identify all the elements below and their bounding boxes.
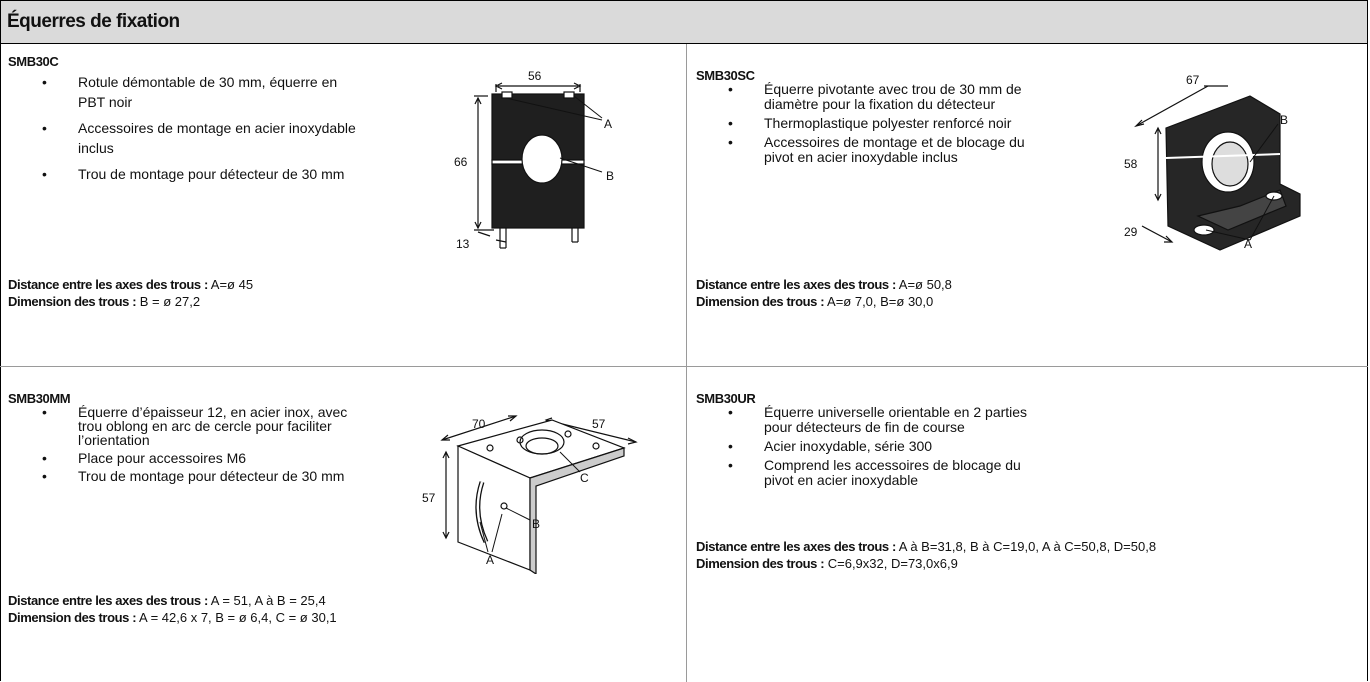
list-item: •Équerre d’épaisseur 12, en acier inox, … <box>42 404 348 448</box>
hole-spacing: Distance entre les axes des trous : A = … <box>8 593 326 608</box>
product-name: SMB30C <box>8 54 59 69</box>
product-name: SMB30MM <box>8 391 71 406</box>
spec-lines: Distance entre les axes des trous : A = … <box>8 592 337 626</box>
spec-lines: Distance entre les axes des trous : A=ø … <box>696 276 952 310</box>
svg-text:B: B <box>606 169 614 183</box>
list-item: •Équerre pivotante avec trou de 30 mm de… <box>728 81 1022 112</box>
svg-text:13: 13 <box>456 237 470 251</box>
list-item: •Trou de montage pour détecteur de 30 mm <box>42 166 345 182</box>
bracket-drawing-smb30c: 56 66 13 A B <box>454 69 614 251</box>
hole-spacing: Distance entre les axes des trous : A=ø … <box>696 277 952 292</box>
hole-dimensions: Dimension des trous : B = ø 27,2 <box>8 294 201 309</box>
svg-text:C: C <box>580 471 589 485</box>
svg-text:58: 58 <box>1124 157 1138 171</box>
list-item: •Place pour accessoires M6 <box>42 450 247 466</box>
svg-text:B: B <box>532 517 540 531</box>
svg-text:56: 56 <box>528 69 542 83</box>
table-header: Équerres de fixation <box>0 0 1368 44</box>
svg-text:66: 66 <box>454 155 468 169</box>
bracket-drawing-smb30sc: 67 58 29 A B <box>1124 73 1301 251</box>
product-name: SMB30UR <box>696 391 756 406</box>
svg-text:A: A <box>604 117 612 131</box>
product-name: SMB30SC <box>696 68 755 83</box>
feature-list: •Équerre universelle orientable en 2 par… <box>708 405 1046 488</box>
list-item: •Équerre universelle orientable en 2 par… <box>728 404 1028 435</box>
feature-list: •Rotule démontable de 30 mm, équerre en … <box>22 72 362 184</box>
hole-dimensions: Dimension des trous : A = 42,6 x 7, B = … <box>8 610 337 625</box>
svg-text:70: 70 <box>472 417 486 431</box>
list-item: •Rotule démontable de 30 mm, équerre en … <box>42 74 338 110</box>
spec-lines: Distance entre les axes des trous : A à … <box>696 538 1156 572</box>
list-item: •Accessoires de montage en acier inoxyda… <box>42 120 356 156</box>
svg-text:A: A <box>1244 237 1252 251</box>
hole-spacing: Distance entre les axes des trous : A à … <box>696 539 1157 554</box>
row-divider <box>0 366 1368 367</box>
hole-spacing: Distance entre les axes des trous : A=ø … <box>8 277 254 292</box>
spec-lines: Distance entre les axes des trous : A=ø … <box>8 276 253 310</box>
list-item: •Trou de montage pour détecteur de 30 mm <box>42 468 345 484</box>
column-divider <box>686 44 687 682</box>
hole-dimensions: Dimension des trous : C=6,9x32, D=73,0x6… <box>696 556 958 571</box>
feature-list: •Équerre pivotante avec trou de 30 mm de… <box>708 82 1046 165</box>
list-item: •Thermoplastique polyester renforcé noir <box>728 115 1012 131</box>
svg-text:B: B <box>1280 113 1288 127</box>
svg-text:57: 57 <box>422 491 436 505</box>
svg-text:29: 29 <box>1124 225 1138 239</box>
svg-text:57: 57 <box>592 417 606 431</box>
bracket-drawing-smb30mm: 70 57 57 C B A <box>422 415 638 574</box>
list-item: •Comprend les accessoires de blocage du … <box>728 457 1021 488</box>
list-item: •Acier inoxydable, série 300 <box>728 438 933 454</box>
list-item: •Accessoires de montage et de blocage du… <box>728 134 1025 165</box>
hole-dimensions: Dimension des trous : A=ø 7,0, B=ø 30,0 <box>696 294 934 309</box>
feature-list: •Équerre d’épaisseur 12, en acier inox, … <box>22 405 372 483</box>
page-title: Équerres de fixation <box>7 11 180 32</box>
svg-text:A: A <box>486 553 494 567</box>
svg-text:67: 67 <box>1186 73 1200 87</box>
